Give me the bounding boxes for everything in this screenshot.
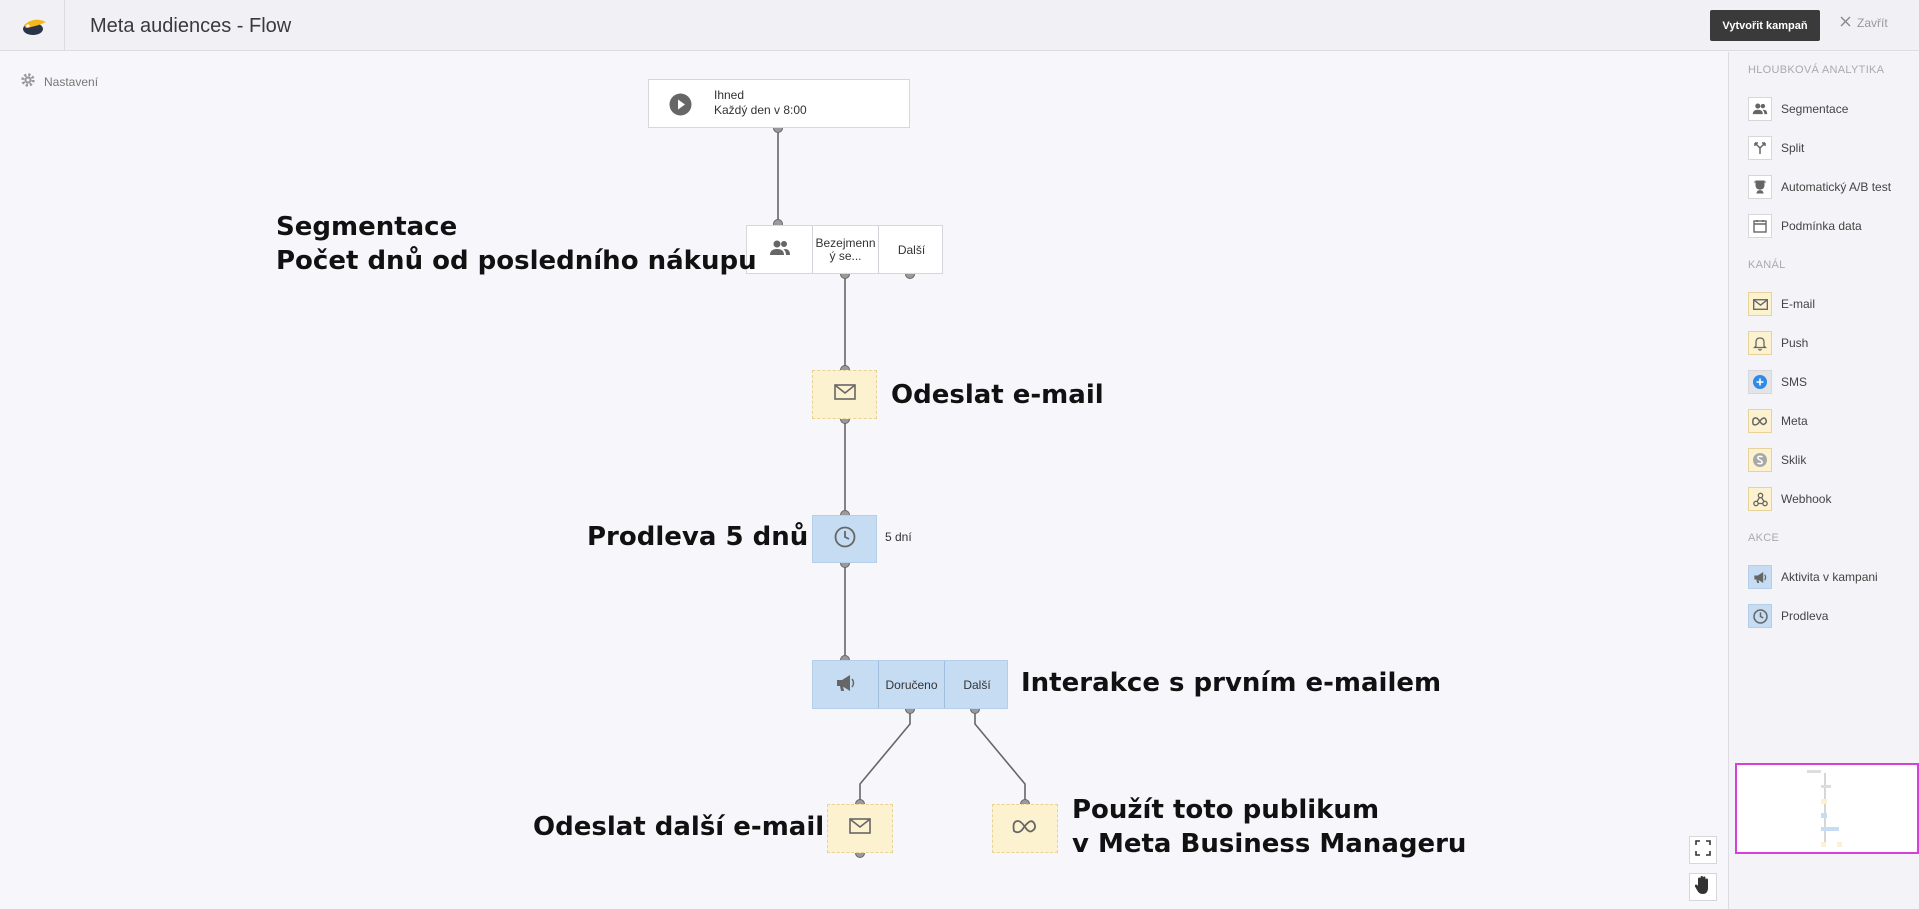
palette-item-email[interactable]: E-mail	[1748, 292, 1815, 316]
people-icon	[769, 240, 791, 259]
email-node[interactable]	[812, 370, 877, 419]
minimap-preview	[1807, 770, 1842, 847]
bell-icon	[1748, 331, 1772, 355]
app-logo[interactable]	[14, 12, 50, 40]
page-title: Meta audiences - Flow	[90, 15, 292, 37]
flow-minimap[interactable]	[1735, 763, 1919, 854]
activity-branch-other[interactable]: Další	[944, 661, 1009, 708]
palette-item-ab-test[interactable]: Automatický A/B test	[1748, 175, 1891, 199]
create-campaign-button[interactable]: Vytvořit kampaň	[1710, 10, 1820, 41]
trigger-node[interactable]: Ihned Každý den v 8:00	[648, 79, 910, 128]
annotation-send-email: Odeslat e-mail	[891, 380, 1104, 410]
clock-icon	[1748, 604, 1772, 628]
people-icon	[1748, 97, 1772, 121]
hand-icon	[1694, 875, 1712, 900]
trophy-icon	[1748, 175, 1772, 199]
segment-branch-other[interactable]: Další	[878, 226, 944, 273]
trigger-line2: Každý den v 8:00	[714, 103, 807, 117]
pan-tool-button[interactable]	[1689, 873, 1717, 901]
section-title-deep-analytics: HLOUBKOVÁ ANALYTIKA	[1748, 64, 1885, 76]
delay-node[interactable]	[812, 515, 877, 563]
mail-icon	[849, 818, 871, 839]
annotation-send-next-email: Odeslat další e-mail	[533, 812, 825, 842]
meta-icon	[1011, 818, 1039, 839]
close-label: Zavřít	[1857, 16, 1888, 30]
meta-icon	[1748, 409, 1772, 433]
section-title-channel: KANÁL	[1748, 259, 1786, 271]
connector-line	[974, 709, 1026, 804]
palette-item-split[interactable]: Split	[1748, 136, 1804, 160]
annotation-delay: Prodleva 5 dnů	[587, 522, 809, 552]
campaign-activity-node[interactable]: Doručeno Další	[812, 660, 1008, 709]
calendar-icon	[1748, 214, 1772, 238]
segmentation-node[interactable]: Bezejmenn ý se... Další	[746, 225, 943, 274]
annotation-segmentation-title: Segmentace	[276, 212, 458, 242]
split-icon	[1748, 136, 1772, 160]
connector-layer	[773, 123, 1030, 858]
palette-item-sklik[interactable]: Sklik	[1748, 448, 1806, 472]
top-bar: Meta audiences - Flow Vytvořit kampaň Za…	[0, 0, 1919, 51]
settings-button[interactable]: Nastavení	[20, 72, 98, 91]
palette-item-delay[interactable]: Prodleva	[1748, 604, 1828, 628]
next-email-node[interactable]	[827, 804, 893, 853]
connector-line	[859, 709, 911, 804]
activity-branch-delivered[interactable]: Doručeno	[878, 661, 944, 708]
fullscreen-button[interactable]	[1689, 836, 1717, 864]
close-icon	[1840, 16, 1851, 30]
mail-icon	[833, 384, 856, 405]
palette-item-webhook[interactable]: Webhook	[1748, 487, 1831, 511]
node-palette-sidebar: HLOUBKOVÁ ANALYTIKA Segmentace Split Aut…	[1728, 52, 1919, 909]
sms-icon	[1748, 370, 1772, 394]
palette-item-push[interactable]: Push	[1748, 331, 1808, 355]
segment-branch-unnamed[interactable]: Bezejmenn ý se...	[812, 226, 878, 273]
activity-icon-cell	[813, 661, 878, 708]
annotation-segmentation-subtitle: Počet dnů od posledního nákupu	[276, 246, 757, 276]
palette-item-date-condition[interactable]: Podmínka data	[1748, 214, 1862, 238]
megaphone-icon	[1748, 565, 1772, 589]
sklik-icon	[1748, 448, 1772, 472]
close-button[interactable]: Zavřít	[1840, 16, 1888, 30]
meta-audience-node[interactable]	[992, 804, 1058, 853]
webhook-icon	[1748, 487, 1772, 511]
clock-icon	[834, 526, 856, 553]
megaphone-icon	[835, 674, 857, 695]
segmentation-icon-cell	[747, 226, 812, 273]
play-icon	[669, 93, 692, 121]
section-title-actions: AKCE	[1748, 532, 1780, 544]
settings-label: Nastavení	[44, 74, 99, 89]
annotation-interaction: Interakce s prvním e-mailem	[1021, 668, 1442, 698]
fullscreen-icon	[1695, 839, 1711, 861]
gear-icon	[20, 72, 36, 91]
trigger-line1: Ihned	[714, 88, 745, 102]
annotation-use-audience-line1: Použít toto publikum	[1072, 795, 1380, 825]
mail-icon	[1748, 292, 1772, 316]
flow-canvas[interactable]: Ihned Každý den v 8:00 Bezejmenn ý se...…	[0, 52, 1728, 909]
header-divider	[64, 0, 65, 51]
palette-item-sms[interactable]: SMS	[1748, 370, 1807, 394]
annotation-use-audience-line2: v Meta Business Manageru	[1072, 829, 1467, 859]
palette-item-meta[interactable]: Meta	[1748, 409, 1808, 433]
palette-item-campaign-activity[interactable]: Aktivita v kampani	[1748, 565, 1878, 589]
palette-item-segmentation[interactable]: Segmentace	[1748, 97, 1848, 121]
delay-duration-label: 5 dní	[885, 530, 912, 544]
